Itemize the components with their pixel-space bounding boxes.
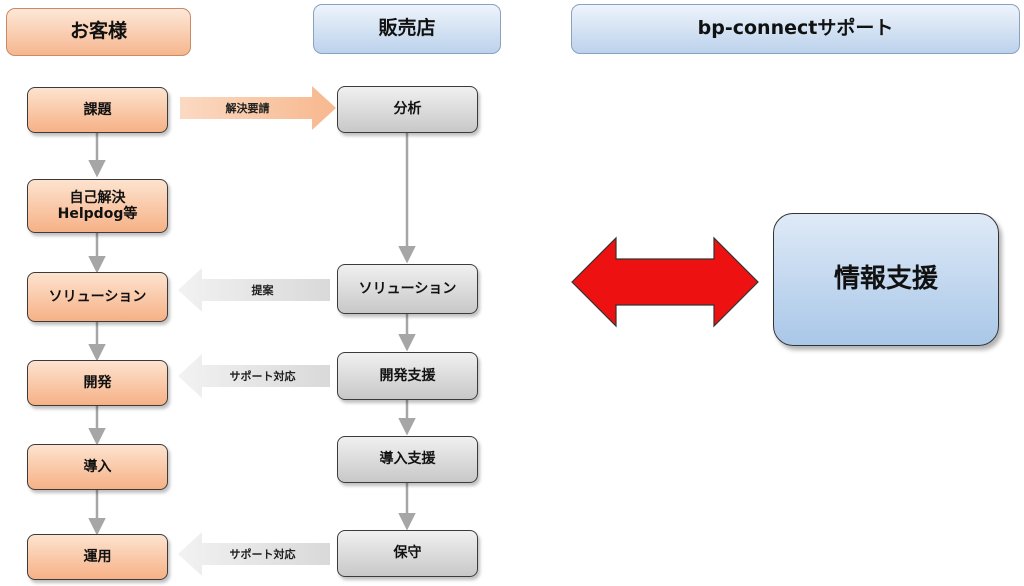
node-intro-support-label: 導入支援 [379, 451, 436, 468]
support-header: bp-connectサポート [571, 4, 1020, 54]
dealer-header-label: 販売店 [378, 17, 436, 40]
node-dev-support-label: 開発支援 [379, 367, 436, 384]
node-analysis: 分析 [337, 86, 478, 133]
node-dealer-solution-label: ソリューション [358, 280, 457, 297]
node-issue-label: 課題 [83, 101, 112, 118]
support-ops-arrow-label: サポート対応 [229, 548, 296, 561]
node-customer-solution-label: ソリューション [48, 288, 147, 305]
support-dev-arrow [178, 354, 330, 398]
node-introduction-label: 導入 [83, 458, 112, 475]
node-intro-support: 導入支援 [337, 436, 478, 483]
node-operation: 運用 [27, 534, 168, 580]
node-customer-solution: ソリューション [27, 272, 168, 322]
node-maintenance: 保守 [337, 530, 478, 577]
node-self-solve: 自己解決 Helpdog等 [27, 179, 168, 233]
support-header-label: bp-connectサポート [697, 17, 894, 40]
node-maintenance-label: 保守 [393, 545, 422, 562]
node-self-solve-line2: Helpdog等 [57, 206, 138, 222]
request-arrow-label: 解決要請 [225, 102, 270, 115]
node-introduction: 導入 [27, 444, 168, 490]
node-development: 開発 [27, 360, 168, 406]
node-dev-support: 開発支援 [337, 352, 478, 400]
proposal-arrow [178, 268, 330, 312]
node-self-solve-line1: 自己解決 [69, 189, 126, 206]
dealer-header: 販売店 [313, 4, 501, 54]
proposal-arrow-label: 提案 [251, 284, 274, 297]
node-issue: 課題 [27, 87, 168, 133]
request-arrow [180, 86, 336, 130]
support-ops-arrow [178, 532, 330, 576]
support-dev-arrow-label: サポート対応 [229, 370, 296, 383]
node-development-label: 開発 [83, 374, 112, 391]
node-analysis-label: 分析 [393, 101, 422, 118]
info-support-box: 情報支援 [773, 213, 999, 346]
node-dealer-solution: ソリューション [337, 264, 478, 314]
node-operation-label: 運用 [83, 548, 112, 565]
customer-header-label: お客様 [69, 20, 127, 43]
customer-header: お客様 [6, 8, 191, 56]
info-support-label: 情報支援 [833, 263, 938, 294]
red-double-arrow [571, 236, 759, 328]
